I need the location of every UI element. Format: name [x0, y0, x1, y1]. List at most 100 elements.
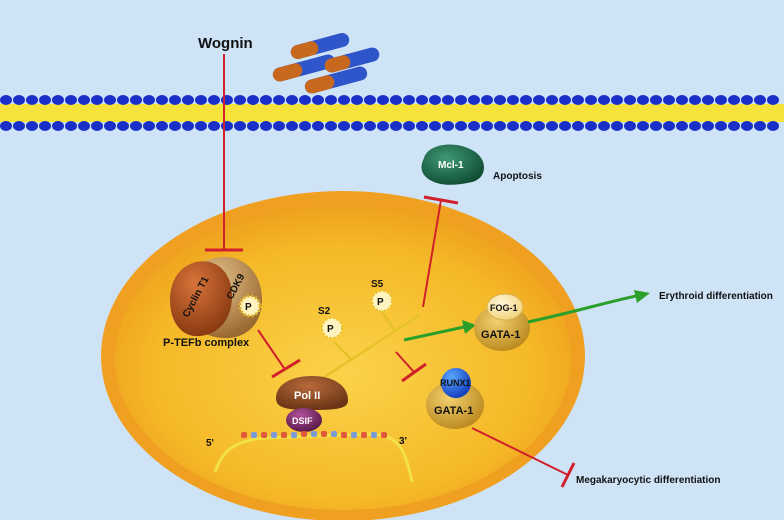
membrane-bead — [637, 121, 649, 131]
membrane-bead — [221, 121, 233, 131]
membrane-bead — [624, 121, 636, 131]
runx1-label: RUNX1 — [440, 378, 471, 388]
membrane-bead — [403, 121, 415, 131]
mega-inhibition-line — [471, 427, 569, 476]
dsif-protein — [286, 408, 322, 432]
membrane-bead — [338, 121, 350, 131]
membrane-bead — [247, 121, 259, 131]
membrane-bead — [403, 95, 415, 105]
membrane-bead — [351, 121, 363, 131]
membrane-bead — [299, 121, 311, 131]
dna-bead — [301, 431, 307, 437]
dna-bead — [351, 432, 357, 438]
membrane-bead — [0, 95, 12, 105]
membrane-bead — [286, 121, 298, 131]
membrane-bead — [78, 95, 90, 105]
membrane-bead — [663, 121, 675, 131]
dna-bead — [371, 432, 377, 438]
membrane-bead — [455, 95, 467, 105]
dna-bead — [341, 432, 347, 438]
membrane-bead — [143, 95, 155, 105]
dna-bead — [281, 432, 287, 438]
membrane-bead — [260, 95, 272, 105]
fog-activation-line — [403, 325, 465, 342]
cell-inner — [115, 206, 571, 510]
s5-phospho-label: P — [377, 297, 384, 308]
dna-bead — [261, 432, 267, 438]
runx1-protein — [441, 368, 471, 398]
membrane-bead — [533, 121, 545, 131]
membrane-bead — [299, 95, 311, 105]
membrane-bead — [689, 121, 701, 131]
gata1-erythroid-label: GATA-1 — [481, 329, 520, 341]
membrane-bead — [715, 121, 727, 131]
membrane-bead — [234, 121, 246, 131]
membrane-bead — [559, 121, 571, 131]
membrane-bead — [78, 121, 90, 131]
apoptosis-label: Apoptosis — [493, 171, 542, 182]
membrane-bead — [546, 95, 558, 105]
membrane-bead — [390, 121, 402, 131]
membrane-bead — [104, 95, 116, 105]
membrane-bead — [468, 121, 480, 131]
dna-bead — [381, 432, 387, 438]
membrane-bead — [702, 95, 714, 105]
dna-bead — [331, 431, 337, 437]
fog-activation-arrowhead — [462, 320, 476, 334]
membrane-bead — [221, 95, 233, 105]
membrane-bead — [572, 121, 584, 131]
membrane-bead — [741, 121, 753, 131]
membrane-bead — [442, 95, 454, 105]
drug-capsules — [272, 33, 380, 94]
cdk9-phospho-icon — [238, 294, 262, 318]
membrane-bead — [741, 95, 753, 105]
erythroid-label: Erythroid differentiation — [659, 291, 773, 302]
membrane-bead — [325, 121, 337, 131]
membrane-bead — [91, 95, 103, 105]
membrane-bead — [429, 95, 441, 105]
membrane-bead — [65, 121, 77, 131]
dna-bead — [321, 431, 327, 437]
membrane-bead — [52, 121, 64, 131]
membrane-bead — [117, 121, 129, 131]
ptefb-pol-inhibition-bar — [271, 358, 301, 379]
membrane-bead — [182, 121, 194, 131]
membrane-bead — [39, 95, 51, 105]
membrane-bead — [312, 95, 324, 105]
membrane-bead — [351, 95, 363, 105]
membrane-bead — [234, 95, 246, 105]
membrane-bead — [247, 95, 259, 105]
membrane-bead — [364, 95, 376, 105]
drug-label: Wognin — [198, 35, 253, 52]
membrane-bead — [13, 95, 25, 105]
s5-phospho-icon — [371, 290, 393, 312]
cell-membrane — [0, 95, 784, 131]
membrane-bead — [273, 95, 285, 105]
membrane-bead — [13, 121, 25, 131]
pol2-ctd-tail — [311, 311, 421, 387]
membrane-bead — [390, 95, 402, 105]
ptefb-label: P-TEFb complex — [163, 337, 250, 349]
s2-phospho-icon — [321, 317, 343, 339]
dna-5-prime-label: 5' — [206, 438, 214, 449]
membrane-bead — [364, 121, 376, 131]
mega-label: Megakaryocytic differentiation — [576, 475, 720, 486]
membrane-bead — [169, 95, 181, 105]
membrane-bead — [325, 95, 337, 105]
membrane-bead — [494, 95, 506, 105]
s2-label: S2 — [318, 306, 331, 317]
mega-inhibition-bar — [560, 462, 576, 488]
membrane-bead — [169, 121, 181, 131]
fog1-protein — [486, 293, 524, 321]
membrane-bead — [728, 121, 740, 131]
membrane-bead — [416, 95, 428, 105]
mcl1-protein — [421, 144, 484, 185]
membrane-bead — [767, 95, 779, 105]
membrane-core — [0, 104, 784, 122]
cdk9-phospho-label: P — [245, 302, 252, 313]
membrane-bead — [91, 121, 103, 131]
s2-phospho-label: P — [327, 324, 334, 335]
dna-bead — [311, 431, 317, 437]
membrane-bead — [104, 121, 116, 131]
